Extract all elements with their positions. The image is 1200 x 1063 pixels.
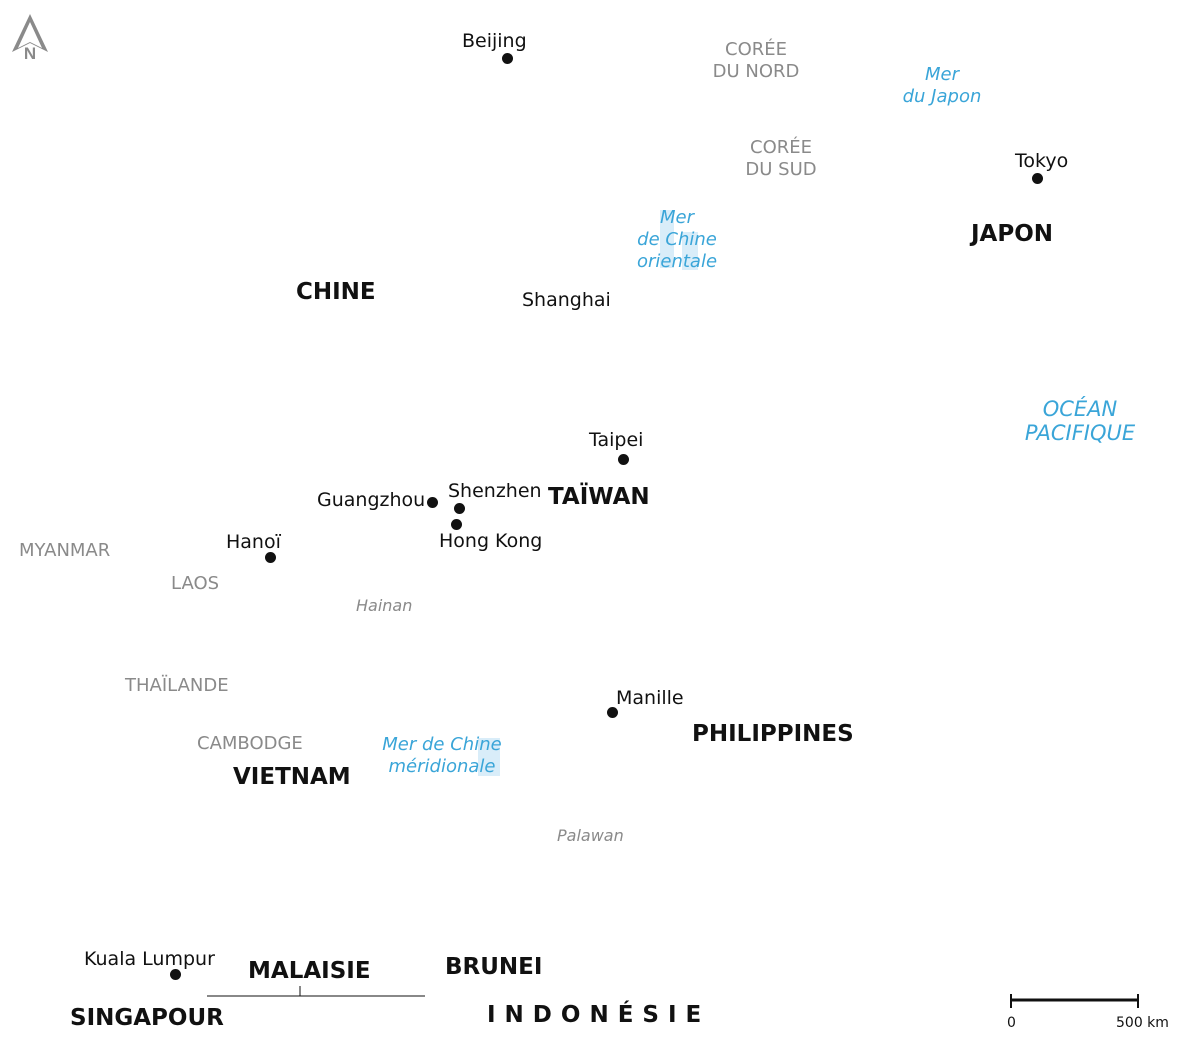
- sea-label-ocean-pacifique: OCÉAN PACIFIQUE: [1015, 397, 1145, 445]
- malaisie-leader-line: [207, 986, 425, 997]
- scale-label-end: 500 km: [1116, 1015, 1169, 1031]
- city-label-manille: Manille: [616, 687, 684, 709]
- country-label-myanmar: MYANMAR: [19, 540, 111, 561]
- sea-label-mer-du-japon: Mer du Japon: [892, 64, 992, 108]
- country-label-laos: LAOS: [171, 573, 220, 594]
- country-label-brunei: BRUNEI: [445, 954, 543, 980]
- city-label-beijing: Beijing: [462, 30, 527, 52]
- city-label-taipei: Taipei: [589, 429, 644, 451]
- country-label-taiwan: TAÏWAN: [548, 484, 650, 510]
- north-arrow-icon: N: [12, 14, 48, 62]
- coree-nord-line1: CORÉE: [725, 39, 787, 60]
- city-dot-beijing: [502, 53, 513, 64]
- sea-label-mer-de-chine-orientale: Mer de Chine orientale: [627, 207, 727, 273]
- sea-orientale-line1: Mer: [659, 207, 694, 228]
- sea-japon-line2: du Japon: [902, 86, 982, 107]
- sea-highlight: [682, 232, 698, 270]
- city-dot-hanoi: [265, 552, 276, 563]
- country-label-coree-du-nord: CORÉE DU NORD: [711, 39, 801, 83]
- city-dot-kuala-lumpur: [170, 969, 181, 980]
- city-label-shanghai: Shanghai: [522, 289, 611, 311]
- sea-highlight: [660, 210, 674, 268]
- country-label-indonesie: INDONÉSIE: [487, 1002, 711, 1028]
- country-label-coree-du-sud: CORÉE DU SUD: [736, 137, 826, 181]
- city-label-hanoi: Hanoï: [226, 531, 281, 553]
- city-dot-hong-kong: [451, 519, 462, 530]
- city-dot-taipei: [618, 454, 629, 465]
- city-dot-guangzhou: [427, 497, 438, 508]
- city-label-kuala-lumpur: Kuala Lumpur: [84, 948, 215, 970]
- country-label-malaisie: MALAISIE: [248, 958, 371, 984]
- sea-japon-line1: Mer: [924, 64, 959, 85]
- city-label-guangzhou: Guangzhou: [317, 489, 426, 511]
- sea-orientale-line2: de Chine: [637, 229, 717, 250]
- scale-bar: [1010, 994, 1139, 1008]
- country-label-thailande: THAÏLANDE: [125, 675, 229, 696]
- country-label-japon: JAPON: [971, 221, 1054, 247]
- country-label-cambodge: CAMBODGE: [197, 733, 303, 754]
- country-label-singapour: SINGAPOUR: [70, 1005, 224, 1031]
- coree-sud-line2: DU SUD: [745, 159, 817, 180]
- city-label-tokyo: Tokyo: [1015, 150, 1069, 172]
- coree-nord-line2: DU NORD: [712, 61, 800, 82]
- city-dot-manille: [607, 707, 618, 718]
- country-label-philippines: PHILIPPINES: [692, 721, 854, 747]
- city-label-shenzhen: Shenzhen: [448, 480, 542, 502]
- city-label-hong-kong: Hong Kong: [439, 530, 543, 552]
- country-label-vietnam: VIETNAM: [233, 764, 351, 790]
- sea-meridionale-line1: Mer de Chine: [382, 734, 502, 755]
- sea-meridionale-line2: méridionale: [388, 756, 496, 777]
- compass-letter: N: [24, 44, 36, 62]
- sea-pacifique-line1: OCÉAN: [1042, 397, 1118, 421]
- sea-pacifique-line2: PACIFIQUE: [1024, 421, 1136, 445]
- island-label-palawan: Palawan: [557, 826, 624, 845]
- sea-orientale-line3: orientale: [636, 251, 718, 272]
- country-label-chine: CHINE: [296, 279, 376, 305]
- coree-sud-line1: CORÉE: [750, 137, 812, 158]
- sea-label-mer-de-chine-meridionale: Mer de Chine méridionale: [372, 734, 512, 778]
- sea-highlight: [478, 738, 500, 776]
- island-label-hainan: Hainan: [356, 596, 413, 615]
- city-dot-tokyo: [1032, 173, 1043, 184]
- scale-label-start: 0: [1007, 1015, 1016, 1031]
- city-dot-shenzhen: [454, 503, 465, 514]
